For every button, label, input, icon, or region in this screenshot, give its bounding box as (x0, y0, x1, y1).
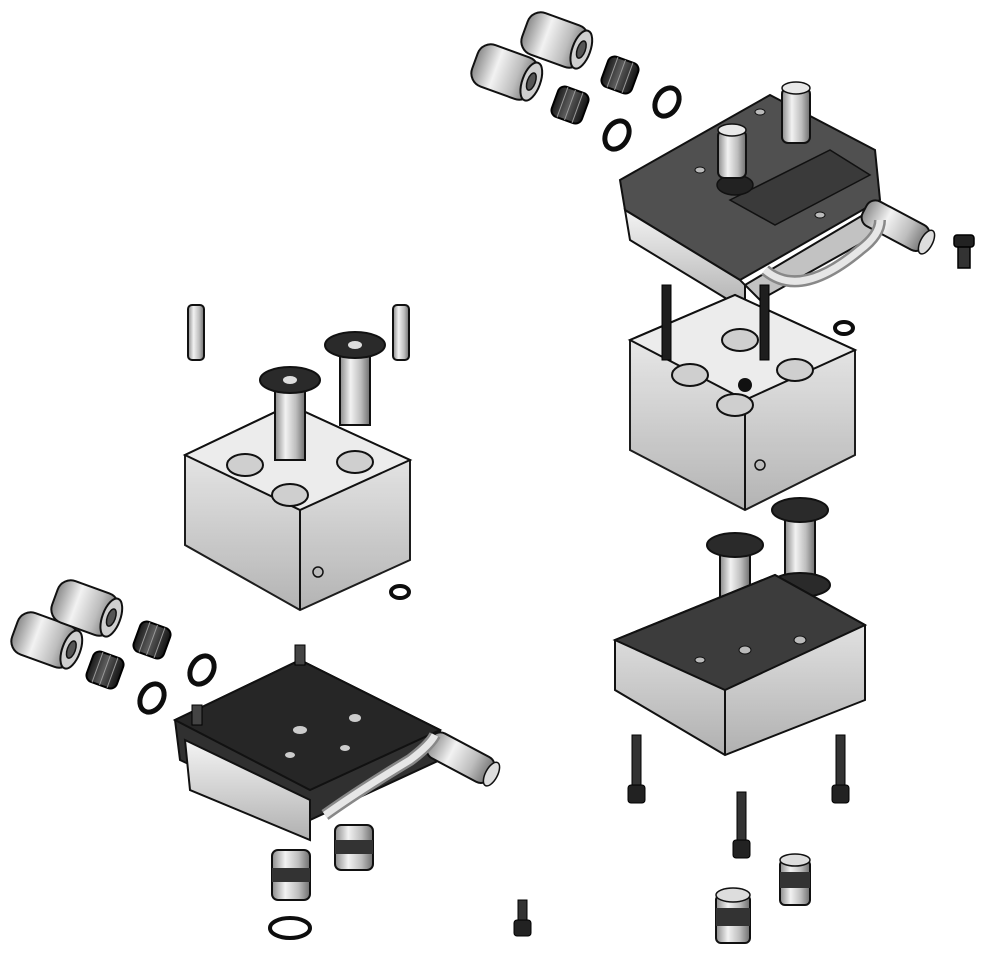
pin-icon (191, 704, 203, 726)
fitting-icon (425, 731, 501, 787)
oring-icon (652, 85, 682, 119)
bottom-fittings-group (10, 579, 217, 715)
oring-icon (389, 584, 411, 600)
oring-icon (268, 916, 312, 940)
screw-icon (732, 791, 751, 859)
screw-icon (831, 734, 850, 804)
right-housing (627, 284, 858, 512)
fitting-icon (470, 43, 544, 102)
connector-icon (271, 849, 311, 901)
connector-icon (600, 55, 640, 95)
spool-icon (324, 331, 386, 426)
spool-icon (259, 366, 321, 461)
left-pins (187, 304, 410, 361)
connector-icon (779, 853, 811, 906)
top-fittings-group (470, 11, 682, 152)
pin-icon (759, 284, 770, 361)
connector-icon (715, 887, 751, 944)
connector-icon (85, 650, 125, 690)
oring-icon (187, 653, 217, 687)
pin-icon (661, 284, 672, 361)
oring-icon (833, 320, 855, 336)
fitting-icon (781, 81, 811, 144)
fitting-icon (860, 199, 936, 255)
top-manifold-block (618, 81, 936, 312)
bottom-base-assembly (172, 644, 501, 901)
connector-icon (132, 620, 172, 660)
pin-icon (294, 644, 306, 666)
screw-icon (513, 899, 532, 937)
connector-icon (334, 824, 374, 871)
fitting-icon (520, 11, 594, 70)
right-base-plate (612, 573, 868, 757)
connector-icon (550, 85, 590, 125)
left-spools (259, 331, 386, 461)
screw-icon (627, 734, 646, 804)
fitting-icon (717, 123, 747, 179)
oring-icon (602, 118, 632, 152)
oring-icon (137, 681, 167, 715)
screw-icon (953, 234, 975, 269)
pin-icon (187, 304, 205, 361)
fitting-icon (10, 611, 84, 670)
fitting-icon (50, 579, 124, 638)
pin-icon (392, 304, 410, 361)
